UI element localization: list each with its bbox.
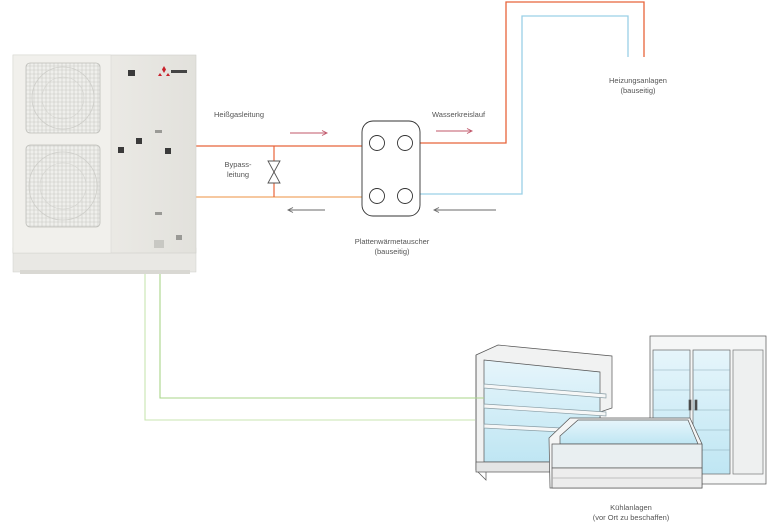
bypass-valve-icon [267, 160, 281, 184]
hot-gas-line-label: Heißgasleitung [214, 110, 265, 119]
bypass-label-line-2: leitung [226, 170, 250, 179]
cooling-systems-label-line-1: Kühlanlagen [610, 503, 652, 512]
cooling-systems-label: Kühlanlagen (vor Ort zu beschaffen) [578, 503, 684, 523]
refrigerant-line-2 [159, 272, 475, 399]
water-circuit-cold-line [420, 15, 629, 195]
refrigerated-chest [548, 417, 703, 489]
arrow-hot-gas-return [286, 207, 325, 213]
heat-pump-outdoor-unit [12, 54, 197, 274]
piping [144, 1, 645, 421]
plate-heat-exchanger [361, 120, 421, 217]
three-diamond-logo [158, 66, 187, 76]
bypass-label-line-1: Bypass- [224, 160, 252, 169]
cooling-systems-label-line-2: (vor Ort zu beschaffen) [592, 513, 670, 522]
arrow-water-out [436, 128, 474, 134]
water-circuit-label: Wasserkreislauf [432, 110, 486, 119]
bypass-label: Bypass- leitung [218, 160, 258, 180]
refrigerant-line-1 [144, 272, 475, 421]
plate-heat-exchanger-label-line-1: Plattenwärmetauscher [354, 237, 430, 246]
flow-arrows [286, 128, 496, 213]
arrow-water-in [432, 207, 496, 213]
plate-heat-exchanger-label: Plattenwärmetauscher (bauseitig) [344, 237, 440, 257]
fan-grille-top [25, 62, 101, 134]
water-circuit-hot-line [420, 1, 645, 144]
arrow-hot-gas [290, 130, 329, 136]
heating-systems-label-line-2: (bauseitig) [620, 86, 656, 95]
plate-heat-exchanger-label-line-2: (bauseitig) [374, 247, 410, 256]
fan-grille-bottom [25, 144, 101, 228]
heating-systems-label: Heizungsanlagen (bauseitig) [596, 76, 680, 96]
heating-systems-label-line-1: Heizungsanlagen [609, 76, 667, 85]
